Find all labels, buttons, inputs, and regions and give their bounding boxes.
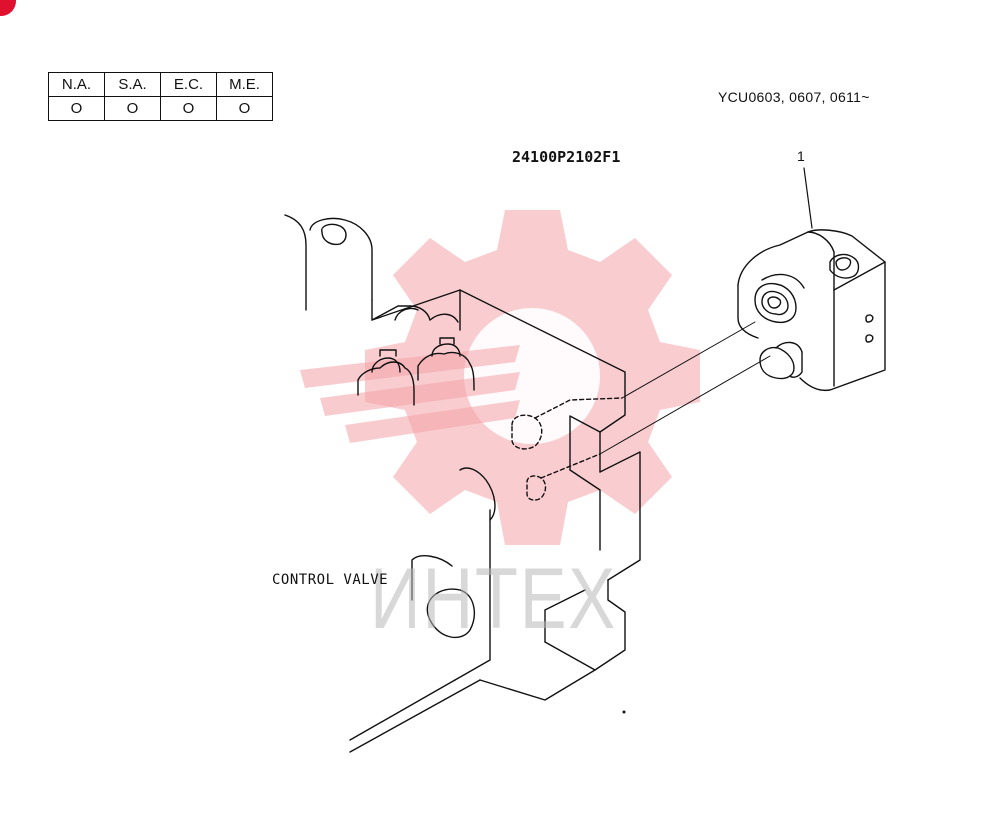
region-header-ec: E.C. xyxy=(160,72,217,97)
component-label: CONTROL VALVE xyxy=(272,572,389,588)
region-header-me: M.E. xyxy=(216,72,273,97)
region-header-sa: S.A. xyxy=(104,72,161,97)
valve-port-hidden xyxy=(511,397,623,501)
callout-leader-line xyxy=(803,167,813,229)
watermark-text: ИНТЕХ xyxy=(370,551,617,647)
part-1-fitting-lower xyxy=(759,341,803,380)
part-1-block xyxy=(737,229,886,392)
callout-number: 1 xyxy=(797,148,805,164)
part-1-fitting-upper xyxy=(754,282,797,324)
watermark-swoosh-icon xyxy=(300,345,520,443)
serial-range: YCU0603, 0607, 0611~ xyxy=(718,89,870,105)
region-value-sa: O xyxy=(104,96,161,121)
region-value-me: O xyxy=(216,96,273,121)
watermark-gear-hole xyxy=(464,308,600,444)
region-value-row: O O O O xyxy=(48,96,273,121)
stray-dot xyxy=(622,710,626,714)
region-header-na: N.A. xyxy=(48,72,105,97)
region-header-row: N.A. S.A. E.C. M.E. xyxy=(48,72,273,97)
assembly-guide-lines xyxy=(599,321,771,455)
part-code: 24100P2102F1 xyxy=(512,148,621,166)
control-valve-body xyxy=(284,214,641,753)
region-availability-table: N.A. S.A. E.C. M.E. O O O O xyxy=(48,72,273,121)
region-value-ec: O xyxy=(160,96,217,121)
